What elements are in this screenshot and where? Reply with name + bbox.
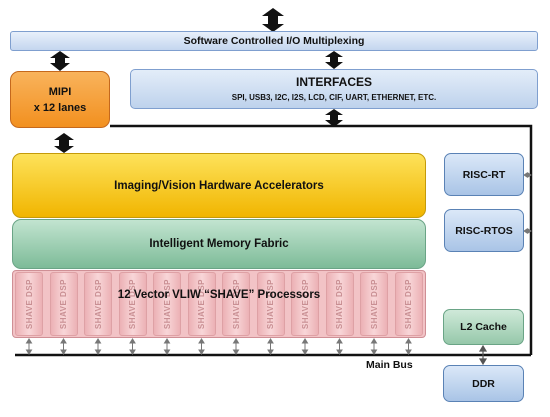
ddr-label: DDR xyxy=(472,377,495,390)
lane-bus-arrow xyxy=(405,338,412,355)
lane-bus-arrow xyxy=(198,338,205,355)
io-multiplexing-bar: Software Controlled I/O Multiplexing xyxy=(10,31,538,51)
mipi-title: MIPI xyxy=(48,85,72,98)
shave-dsp-lane: SHAVE DSP xyxy=(15,272,43,336)
shave-dsp-lane: SHAVE DSP xyxy=(153,272,181,336)
shave-dsp-lane-label: SHAVE DSP xyxy=(24,278,34,330)
shave-dsp-lane: SHAVE DSP xyxy=(84,272,112,336)
shave-processors-block xyxy=(12,270,426,338)
shave-dsp-lane-label: SHAVE DSP xyxy=(93,278,103,330)
lane-bus-arrow xyxy=(94,338,102,355)
lane-bus-arrow xyxy=(60,338,67,355)
shave-dsp-lane-label: SHAVE DSP xyxy=(266,278,275,330)
interfaces-subtitle: SPI, USB3, I2C, I2S, LCD, CIF, UART, ETH… xyxy=(231,92,437,102)
shave-dsp-lane: SHAVE DSP xyxy=(256,272,285,336)
shave-dsp-lane-label: SHAVE DSP xyxy=(128,278,137,330)
risc-rtos-label: RISC-RTOS xyxy=(455,224,513,237)
lane-bus-arrow xyxy=(232,338,240,355)
shave-dsp-lane: SHAVE DSP xyxy=(222,272,250,336)
io-multiplexing-label: Software Controlled I/O Multiplexing xyxy=(183,35,365,47)
lane-bus-arrow xyxy=(301,338,309,355)
lane-bus-arrow xyxy=(163,338,171,355)
shave-dsp-lane-label: SHAVE DSP xyxy=(369,278,379,330)
mipi-subtitle: x 12 lanes xyxy=(33,101,87,114)
shave-dsp-lane-label: SHAVE DSP xyxy=(335,278,344,330)
risc-rt-label: RISC-RT xyxy=(462,168,506,181)
risc-rtos-block: RISC-RTOS xyxy=(444,209,524,252)
lane-bus-arrow xyxy=(267,338,274,355)
shave-dsp-lane-label: SHAVE DSP xyxy=(404,278,413,330)
imaging-accelerators-block: Imaging/Vision Hardware Accelerators xyxy=(12,153,426,218)
interfaces-title: INTERFACES xyxy=(295,74,372,89)
shave-dsp-lane-label: SHAVE DSP xyxy=(162,278,172,330)
shave-processors-label: 12 Vector VLIW “SHAVE” Processors xyxy=(117,289,321,301)
imaging-accelerators-label: Imaging/Vision Hardware Accelerators xyxy=(114,179,324,192)
l2-cache-block: L2 Cache xyxy=(443,309,524,345)
mipi-block: MIPI x 12 lanes xyxy=(10,71,110,128)
lane-bus-arrow xyxy=(370,338,378,355)
main-bus-label: Main Bus xyxy=(366,359,413,371)
interfaces-block: INTERFACES SPI, USB3, I2C, I2S, LCD, CIF… xyxy=(130,69,538,109)
shave-dsp-lane: SHAVE DSP xyxy=(360,272,388,336)
shave-dsp-lane: SHAVE DSP xyxy=(187,272,216,336)
l2-cache-label: L2 Cache xyxy=(460,321,507,333)
shave-dsp-lane: SHAVE DSP xyxy=(325,272,354,336)
risc-rt-block: RISC-RT xyxy=(444,153,524,196)
shave-dsp-lane-label: SHAVE DSP xyxy=(59,278,68,330)
shave-dsp-lane: SHAVE DSP xyxy=(49,272,78,336)
lane-bus-arrow xyxy=(336,338,343,355)
memory-fabric-label: Intelligent Memory Fabric xyxy=(149,238,289,250)
shave-dsp-lane-label: SHAVE DSP xyxy=(197,278,206,330)
lane-bus-arrow xyxy=(25,338,33,355)
lane-bus-arrow xyxy=(129,338,136,355)
shave-dsp-lane: SHAVE DSP xyxy=(291,272,319,336)
shave-dsp-lane: SHAVE DSP xyxy=(118,272,147,336)
ddr-block: DDR xyxy=(443,365,524,402)
memory-fabric-block: Intelligent Memory Fabric xyxy=(12,219,426,269)
shave-dsp-lane-label: SHAVE DSP xyxy=(231,278,241,330)
shave-dsp-lane: SHAVE DSP xyxy=(394,272,423,336)
shave-dsp-lane-label: SHAVE DSP xyxy=(300,278,310,330)
